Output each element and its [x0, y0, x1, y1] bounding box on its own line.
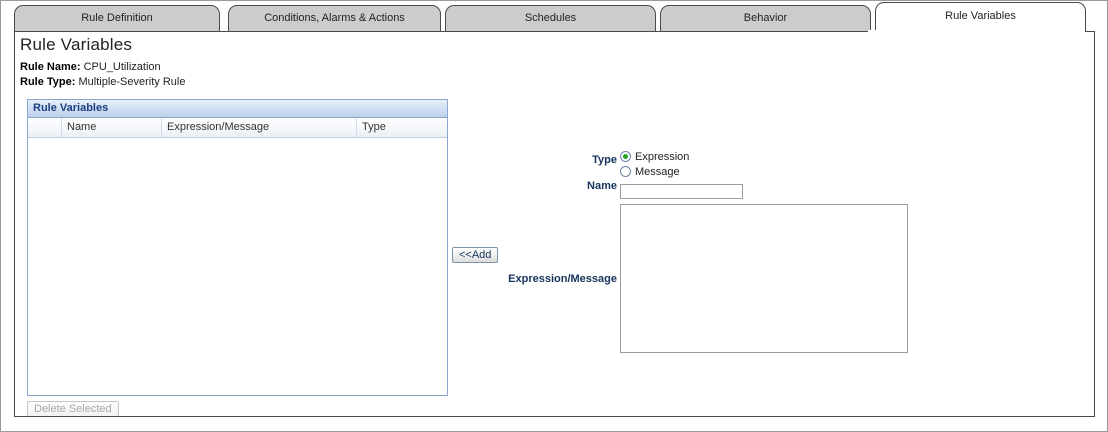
- column-header-type[interactable]: Type: [362, 121, 386, 133]
- tab-schedules[interactable]: Schedules: [445, 5, 656, 32]
- tab-rule-definition[interactable]: Rule Definition: [14, 5, 220, 32]
- column-header-select[interactable]: [28, 118, 62, 137]
- type-radio-group: Expression Message: [620, 149, 689, 179]
- page-title: Rule Variables: [20, 35, 133, 54]
- expression-message-textarea[interactable]: [620, 204, 908, 353]
- rule-type-label: Rule Type:: [20, 76, 76, 88]
- rule-type-row: Rule Type: Multiple-Severity Rule: [20, 76, 185, 88]
- column-header-expression-message[interactable]: Expression/Message: [162, 118, 357, 137]
- radio-option-message[interactable]: Message: [620, 164, 689, 179]
- delete-selected-button[interactable]: Delete Selected: [27, 401, 119, 416]
- add-button[interactable]: <<Add: [452, 247, 499, 263]
- radio-message-label: Message: [635, 165, 680, 178]
- name-input[interactable]: [620, 184, 743, 199]
- rule-variables-table-panel: Rule Variables Name Expression/Message T…: [27, 99, 448, 396]
- rule-variables-panel-title: Rule Variables: [28, 100, 447, 118]
- table-body: [28, 138, 447, 394]
- radio-expression-label: Expression: [635, 150, 690, 163]
- radio-option-expression[interactable]: Expression: [620, 149, 689, 164]
- name-label: Name: [587, 180, 617, 192]
- rule-name-label: Rule Name:: [20, 61, 81, 73]
- rule-name-row: Rule Name: CPU_Utilization: [20, 61, 161, 73]
- rule-type-value: Multiple-Severity Rule: [78, 76, 186, 88]
- expression-message-label: Expression/Message: [508, 273, 617, 285]
- radio-message-icon[interactable]: [620, 166, 631, 177]
- active-tab-join: [868, 30, 1081, 33]
- content-panel: Rule Variables Rule Name: CPU_Utilizatio…: [14, 31, 1095, 417]
- tab-conditions-alarms-actions[interactable]: Conditions, Alarms & Actions: [228, 5, 441, 32]
- rule-name-value: CPU_Utilization: [83, 61, 161, 73]
- column-header-name[interactable]: Name: [62, 118, 162, 137]
- tab-strip: Rule Definition Conditions, Alarms & Act…: [1, 1, 1107, 32]
- tab-behavior[interactable]: Behavior: [660, 5, 871, 32]
- type-label: Type: [592, 154, 617, 166]
- tab-rule-variables[interactable]: Rule Variables: [875, 2, 1086, 32]
- table-header-row: Name Expression/Message Type: [28, 118, 447, 138]
- radio-expression-icon[interactable]: [620, 151, 631, 162]
